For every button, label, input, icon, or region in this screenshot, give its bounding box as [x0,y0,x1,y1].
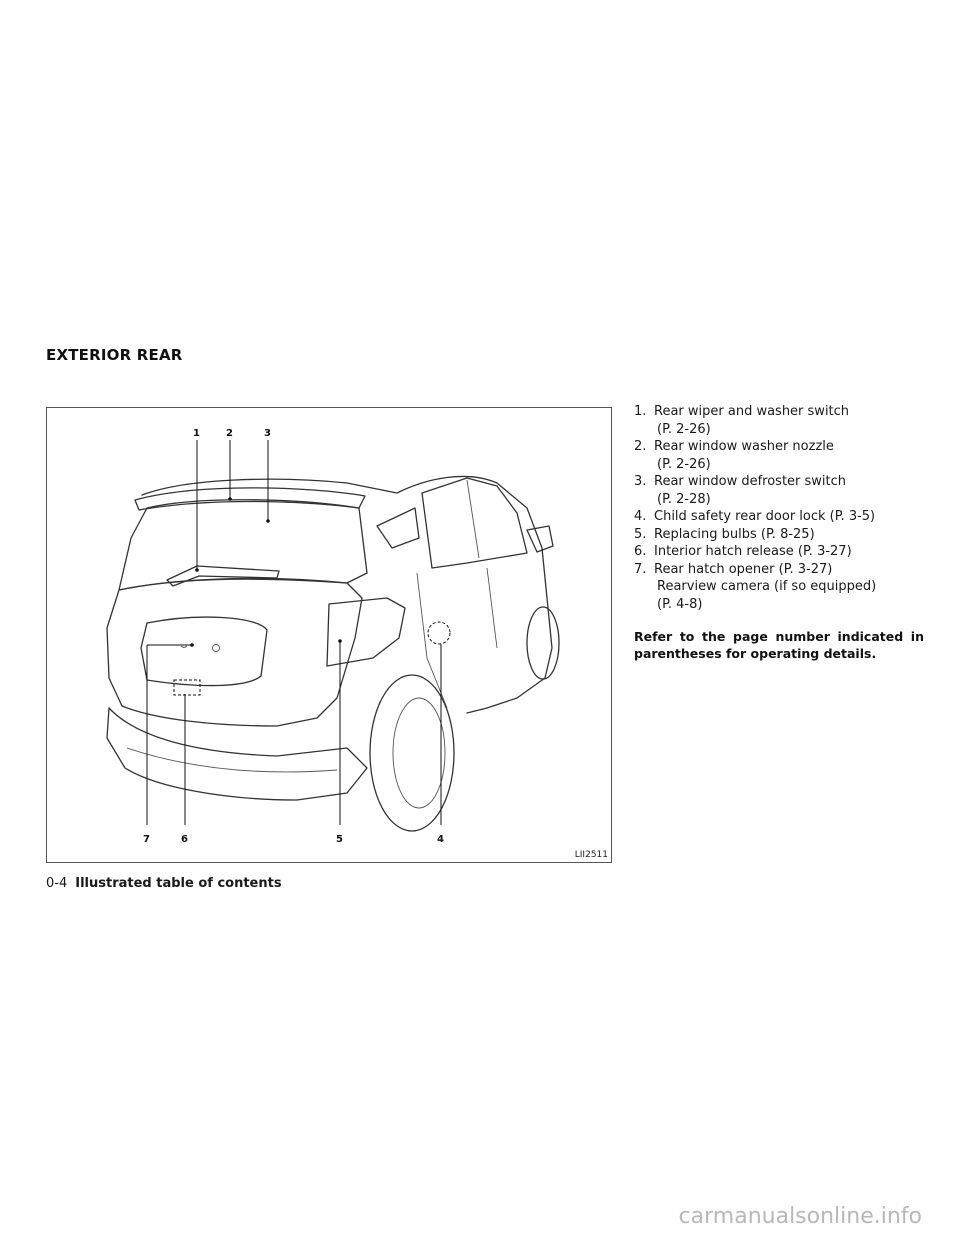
item-number: 2. [634,439,647,454]
item-text: Rearview camera (if so equipped) [657,579,877,594]
item-text: (P. 2-26) [657,421,711,437]
section-title: EXTERIOR REAR [46,346,183,364]
callout-number: 3 [264,428,271,439]
item-number: 1. [634,404,647,419]
item-number: 3. [634,474,647,489]
item-text: (P. 2-26) [657,456,711,472]
item-text: (P. 4-8) [657,596,703,612]
callout-number: 5 [336,834,343,845]
item-text: Child safety rear door lock (P. 3-5) [654,509,876,524]
item-text: (P. 2-28) [657,491,711,507]
item-text: Rear window washer nozzle [654,439,834,454]
car-rear-illustration: 1 2 3 4 5 6 7 LII2511 [46,407,612,863]
item-number: 6. [634,544,647,559]
item-text: Interior hatch release (P. 3-27) [654,544,852,559]
item-number: 4. [634,509,647,524]
list-item: 5. Replacing bulbs (P. 8-25) [634,526,924,544]
page-number: 0-4 [46,876,68,891]
item-number: 5. [634,526,647,542]
list-item: 1. Rear wiper and washer switch (P. 2-26… [634,403,924,438]
item-text: Rear hatch opener (P. 3-27) [654,561,833,577]
list-item: 4. Child safety rear door lock (P. 3-5) [634,508,924,526]
figure-code: LII2511 [574,850,608,860]
item-text: Replacing bulbs (P. 8-25) [654,526,815,542]
list-item: 6. Interior hatch release (P. 3-27) [634,543,924,561]
item-text: Rear wiper and washer switch [654,404,850,419]
callout-number: 4 [437,834,444,845]
list-item: 7. Rear hatch opener (P. 3-27) Rearview … [634,561,924,614]
watermark: carmanualsonline.info [678,1204,922,1229]
car-rear-drawing: 1 2 3 4 5 6 7 [106,428,560,845]
callout-list: 1. Rear wiper and washer switch (P. 2-26… [634,403,924,613]
list-item: 2. Rear window washer nozzle (P. 2-26) [634,438,924,473]
list-item: 3. Rear window defroster switch (P. 2-28… [634,473,924,508]
footer-section-title: Illustrated table of contents [75,876,282,891]
page-footer: 0-4 Illustrated table of contents [46,876,282,891]
item-number: 7. [634,561,647,577]
callout-number: 1 [193,428,200,439]
callout-number: 2 [226,428,233,439]
callout-number: 7 [143,834,150,845]
operating-note: Refer to the page number indicated in pa… [634,629,924,661]
item-text: Rear window defroster switch [654,474,847,489]
callout-number: 6 [181,834,188,845]
